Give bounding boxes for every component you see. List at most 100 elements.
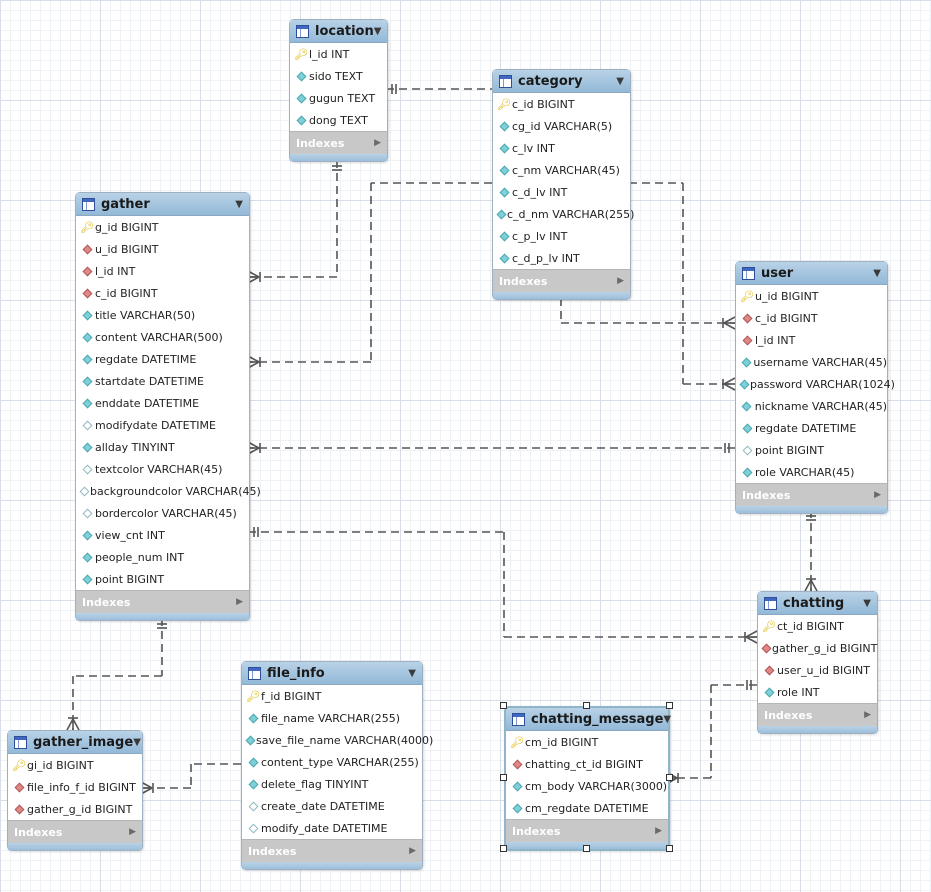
expand-arrow-icon[interactable]: ▶ — [236, 597, 243, 607]
collapse-arrow-icon[interactable]: ▼ — [863, 597, 871, 609]
selection-handle[interactable] — [583, 702, 590, 709]
column-row[interactable]: gather_g_id BIGINT — [8, 798, 142, 820]
column-row[interactable]: view_cnt INT — [76, 524, 249, 546]
column-row[interactable]: role INT — [758, 681, 877, 703]
selection-handle[interactable] — [666, 845, 673, 852]
column-row[interactable]: password VARCHAR(1024) — [736, 373, 895, 395]
table-header[interactable]: gather_image▼ — [8, 731, 142, 754]
table-header[interactable]: file_info▼ — [242, 662, 422, 685]
table-header[interactable]: user▼ — [736, 262, 887, 285]
column-row[interactable]: regdate DATETIME — [76, 348, 249, 370]
indexes-section[interactable]: Indexes▶ — [493, 269, 630, 292]
column-row[interactable]: c_lv INT — [493, 137, 630, 159]
column-row[interactable]: content VARCHAR(500) — [76, 326, 249, 348]
column-row[interactable]: c_d_p_lv INT — [493, 247, 630, 269]
column-row[interactable]: c_id BIGINT — [76, 282, 249, 304]
column-row[interactable]: modifydate DATETIME — [76, 414, 249, 436]
expand-arrow-icon[interactable]: ▶ — [864, 710, 871, 720]
column-row[interactable]: c_p_lv INT — [493, 225, 630, 247]
column-row[interactable]: chatting_ct_id BIGINT — [506, 753, 668, 775]
column-row[interactable]: enddate DATETIME — [76, 392, 249, 414]
collapse-arrow-icon[interactable]: ▼ — [373, 25, 382, 37]
column-row[interactable]: 🔑︎u_id BIGINT — [736, 285, 887, 307]
selection-handle[interactable] — [583, 845, 590, 852]
collapse-arrow-icon[interactable]: ▼ — [133, 736, 141, 748]
column-row[interactable]: startdate DATETIME — [76, 370, 249, 392]
indexes-section[interactable]: Indexes▶ — [76, 590, 249, 613]
column-row[interactable]: 🔑︎f_id BIGINT — [242, 685, 422, 707]
column-row[interactable]: u_id BIGINT — [76, 238, 249, 260]
expand-arrow-icon[interactable]: ▶ — [409, 846, 416, 856]
collapse-arrow-icon[interactable]: ▼ — [616, 75, 624, 87]
column-row[interactable]: l_id INT — [76, 260, 249, 282]
collapse-arrow-icon[interactable]: ▼ — [408, 667, 416, 679]
column-row[interactable]: 🔑︎cm_id BIGINT — [506, 731, 668, 753]
column-row[interactable]: c_id BIGINT — [736, 307, 887, 329]
table-header[interactable]: gather▼ — [76, 193, 249, 216]
column-row[interactable]: dong TEXT — [290, 109, 387, 131]
column-row[interactable]: username VARCHAR(45) — [736, 351, 887, 373]
column-row[interactable]: regdate DATETIME — [736, 417, 887, 439]
column-row[interactable]: l_id INT — [736, 329, 887, 351]
expand-arrow-icon[interactable]: ▶ — [874, 490, 881, 500]
column-row[interactable]: backgroundcolor VARCHAR(45) — [76, 480, 261, 502]
column-row[interactable]: gugun TEXT — [290, 87, 387, 109]
column-row[interactable]: 🔑︎g_id BIGINT — [76, 216, 249, 238]
expand-arrow-icon[interactable]: ▶ — [374, 138, 381, 148]
table-header[interactable]: chatting▼ — [758, 592, 877, 615]
collapse-arrow-icon[interactable]: ▼ — [235, 198, 243, 210]
column-row[interactable]: role VARCHAR(45) — [736, 461, 887, 483]
collapse-arrow-icon[interactable]: ▼ — [663, 713, 672, 725]
expand-arrow-icon[interactable]: ▶ — [129, 827, 136, 837]
selection-handle[interactable] — [666, 773, 673, 781]
selection-handle[interactable] — [500, 702, 507, 709]
column-row[interactable]: create_date DATETIME — [242, 795, 422, 817]
column-row[interactable]: point BIGINT — [736, 439, 887, 461]
column-row[interactable]: file_name VARCHAR(255) — [242, 707, 422, 729]
indexes-section[interactable]: Indexes▶ — [736, 483, 887, 506]
column-row[interactable]: 🔑︎gi_id BIGINT — [8, 754, 142, 776]
column-row[interactable]: textcolor VARCHAR(45) — [76, 458, 249, 480]
column-row[interactable]: cm_body VARCHAR(3000) — [506, 775, 668, 797]
indexes-section[interactable]: Indexes▶ — [8, 820, 142, 843]
column-row[interactable]: cm_regdate DATETIME — [506, 797, 668, 819]
indexes-section[interactable]: Indexes▶ — [290, 131, 387, 154]
column-row[interactable]: c_d_lv INT — [493, 181, 630, 203]
selection-handle[interactable] — [500, 773, 507, 781]
column-row[interactable]: title VARCHAR(50) — [76, 304, 249, 326]
selection-handle[interactable] — [500, 845, 507, 852]
column-row[interactable]: save_file_name VARCHAR(4000) — [242, 729, 433, 751]
column-row[interactable]: c_d_nm VARCHAR(255) — [493, 203, 634, 225]
column-row[interactable]: people_num INT — [76, 546, 249, 568]
indexes-section[interactable]: Indexes▶ — [242, 839, 422, 862]
collapse-arrow-icon[interactable]: ▼ — [873, 267, 881, 279]
expand-arrow-icon[interactable]: ▶ — [655, 826, 662, 836]
column-row[interactable]: bordercolor VARCHAR(45) — [76, 502, 249, 524]
column-row[interactable]: delete_flag TINYINT — [242, 773, 422, 795]
selection-handle[interactable] — [666, 702, 673, 709]
table-header[interactable]: category▼ — [493, 70, 630, 93]
column-row[interactable]: gather_g_id BIGINT — [758, 637, 877, 659]
column-row[interactable]: sido TEXT — [290, 65, 387, 87]
table-header[interactable]: chatting_message▼ — [506, 708, 672, 731]
expand-arrow-icon[interactable]: ▶ — [617, 276, 624, 286]
column-row[interactable]: file_info_f_id BIGINT — [8, 776, 142, 798]
column-row[interactable]: user_u_id BIGINT — [758, 659, 877, 681]
column-row[interactable]: point BIGINT — [76, 568, 249, 590]
column-row[interactable]: 🔑︎ct_id BIGINT — [758, 615, 877, 637]
indexes-section[interactable]: Indexes▶ — [758, 703, 877, 726]
column-row[interactable]: allday TINYINT — [76, 436, 249, 458]
column-row[interactable]: c_nm VARCHAR(45) — [493, 159, 630, 181]
column-row[interactable]: content_type VARCHAR(255) — [242, 751, 422, 773]
column-row[interactable]: 🔑︎l_id INT — [290, 43, 387, 65]
column-row[interactable]: 🔑︎c_id BIGINT — [493, 93, 630, 115]
column-row[interactable]: cg_id VARCHAR(5) — [493, 115, 630, 137]
column-row[interactable]: nickname VARCHAR(45) — [736, 395, 887, 417]
table-header[interactable]: location▼ — [290, 20, 387, 43]
indexes-section[interactable]: Indexes▶ — [506, 819, 668, 842]
